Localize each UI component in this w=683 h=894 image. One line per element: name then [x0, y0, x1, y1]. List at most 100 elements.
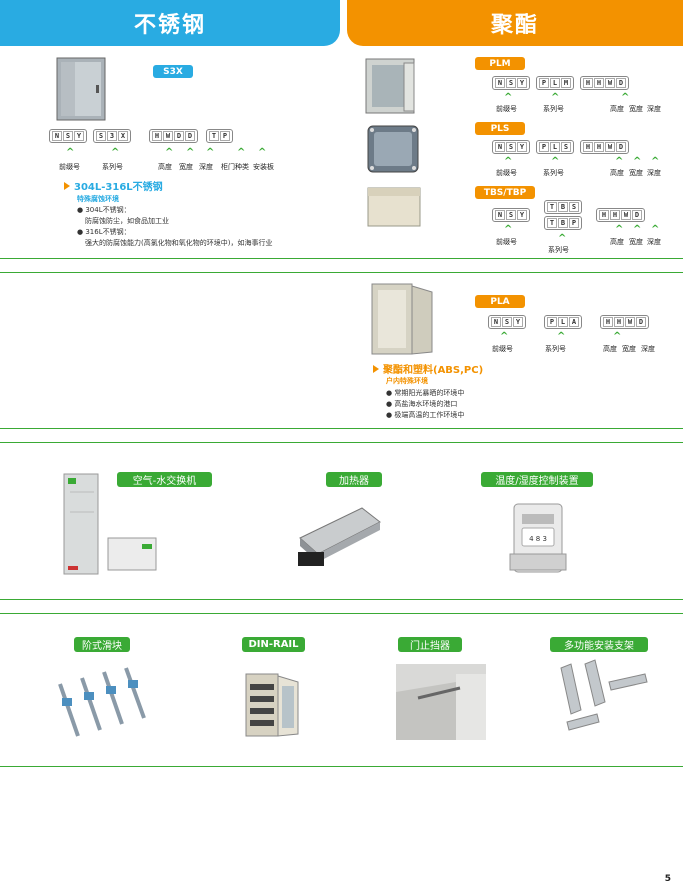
divider	[0, 428, 683, 429]
caret: ^	[551, 156, 560, 167]
caret: ^	[551, 92, 560, 103]
caret: ^	[615, 224, 624, 235]
caret: ^	[165, 147, 174, 158]
thermostat-image: 4 8 3	[509, 503, 567, 573]
pla-material-subtitle: 户内特殊环境	[386, 377, 428, 385]
multi-mount-bracket-image	[560, 659, 648, 731]
bullet: ● 316L不锈钢：	[77, 228, 131, 236]
caret: ^	[186, 147, 195, 158]
polyester-header: 聚酯	[347, 0, 683, 46]
label: 宽度	[629, 169, 643, 177]
pla-material-title: 聚酯和塑料(ABS,PC)	[373, 361, 483, 376]
stainless-steel-header: 不锈钢	[0, 0, 340, 46]
label: 深度	[641, 345, 655, 353]
temperature-humidity-control-label: 温度/湿度控制装置	[481, 472, 593, 487]
label: 深度	[647, 238, 661, 246]
s3x-material-subtitle: 特殊腐蚀环境	[77, 195, 119, 203]
tbs-tag: TBS/TBP	[475, 186, 535, 199]
label: 系列号	[548, 246, 569, 254]
bullet-text: 强大的防腐蚀能力(高氯化物和氧化物的环境中)，如海事行业	[85, 239, 273, 247]
pla-tag: PLA	[475, 295, 525, 308]
caret: ^	[237, 147, 246, 158]
label: 系列号	[543, 105, 564, 113]
caret: ^	[504, 156, 513, 167]
label: 前缀号	[496, 238, 517, 246]
label: 系列号	[545, 345, 566, 353]
caret: ^	[651, 156, 660, 167]
bullet: ● 高盐海水环境的港口	[386, 400, 458, 408]
label: 高度	[610, 238, 624, 246]
divider	[0, 599, 683, 600]
label: 柜门种类	[221, 163, 249, 171]
caret: ^	[500, 331, 509, 342]
air-water-exchanger-image	[63, 473, 157, 575]
caret: ^	[66, 147, 75, 158]
door-stop-label: 门止挡器	[398, 637, 462, 652]
plm-tag: PLM	[475, 57, 525, 70]
label: 宽度	[629, 238, 643, 246]
caret: ^	[633, 156, 642, 167]
caret: ^	[633, 224, 642, 235]
label: 系列号	[543, 169, 564, 177]
din-rail-label: DIN-RAIL	[242, 637, 305, 652]
multi-mount-bracket-label: 多功能安装支架	[550, 637, 648, 652]
label: 宽度	[629, 105, 643, 113]
label: 前缀号	[496, 169, 517, 177]
label: 宽度	[179, 163, 193, 171]
label: 系列号	[102, 163, 123, 171]
door-stop-image	[396, 664, 486, 740]
label: 深度	[647, 105, 661, 113]
caret: ^	[504, 224, 513, 235]
caret: ^	[613, 331, 622, 342]
bullet: ● 304L不锈钢：	[77, 206, 131, 214]
s3x-enclosure-image	[56, 57, 106, 121]
label: 前缀号	[492, 345, 513, 353]
divider	[0, 442, 683, 443]
bullet: ● 极端高温的工作环境中	[386, 411, 465, 419]
caret: ^	[621, 92, 630, 103]
step-slider-label: 阶式滑块	[74, 637, 130, 652]
heater-label: 加热器	[326, 472, 382, 487]
tbs-enclosure-image	[367, 187, 421, 227]
caret: ^	[558, 233, 567, 244]
step-slider-image	[58, 667, 146, 737]
s3x-material-title: 304L-316L不锈钢	[64, 178, 163, 193]
thermostat-reading: 4 8 3	[529, 535, 547, 543]
pls-tag: PLS	[475, 122, 525, 135]
label: 高度	[610, 105, 624, 113]
plm-enclosure-image	[365, 58, 415, 114]
caret: ^	[206, 147, 215, 158]
heater-image	[298, 507, 381, 566]
label: 高度	[158, 163, 172, 171]
label: 深度	[199, 163, 213, 171]
label: 深度	[647, 169, 661, 177]
caret: ^	[615, 156, 624, 167]
caret: ^	[504, 92, 513, 103]
caret: ^	[651, 224, 660, 235]
caret: ^	[111, 147, 120, 158]
divider	[0, 272, 683, 273]
label: 安装板	[253, 163, 274, 171]
caret: ^	[258, 147, 267, 158]
page-number: 5	[664, 874, 671, 884]
label: 前缀号	[496, 105, 517, 113]
caret: ^	[557, 331, 566, 342]
bullet: ● 常期阳光暴晒的环境中	[386, 389, 465, 397]
bullet-text: 防腐蚀防尘，如食品加工业	[85, 217, 169, 225]
pla-enclosure-image	[371, 283, 433, 355]
label: 高度	[603, 345, 617, 353]
pls-enclosure-image	[367, 125, 419, 173]
air-water-exchanger-label: 空气-水交换机	[117, 472, 212, 487]
divider	[0, 613, 683, 614]
divider	[0, 258, 683, 259]
